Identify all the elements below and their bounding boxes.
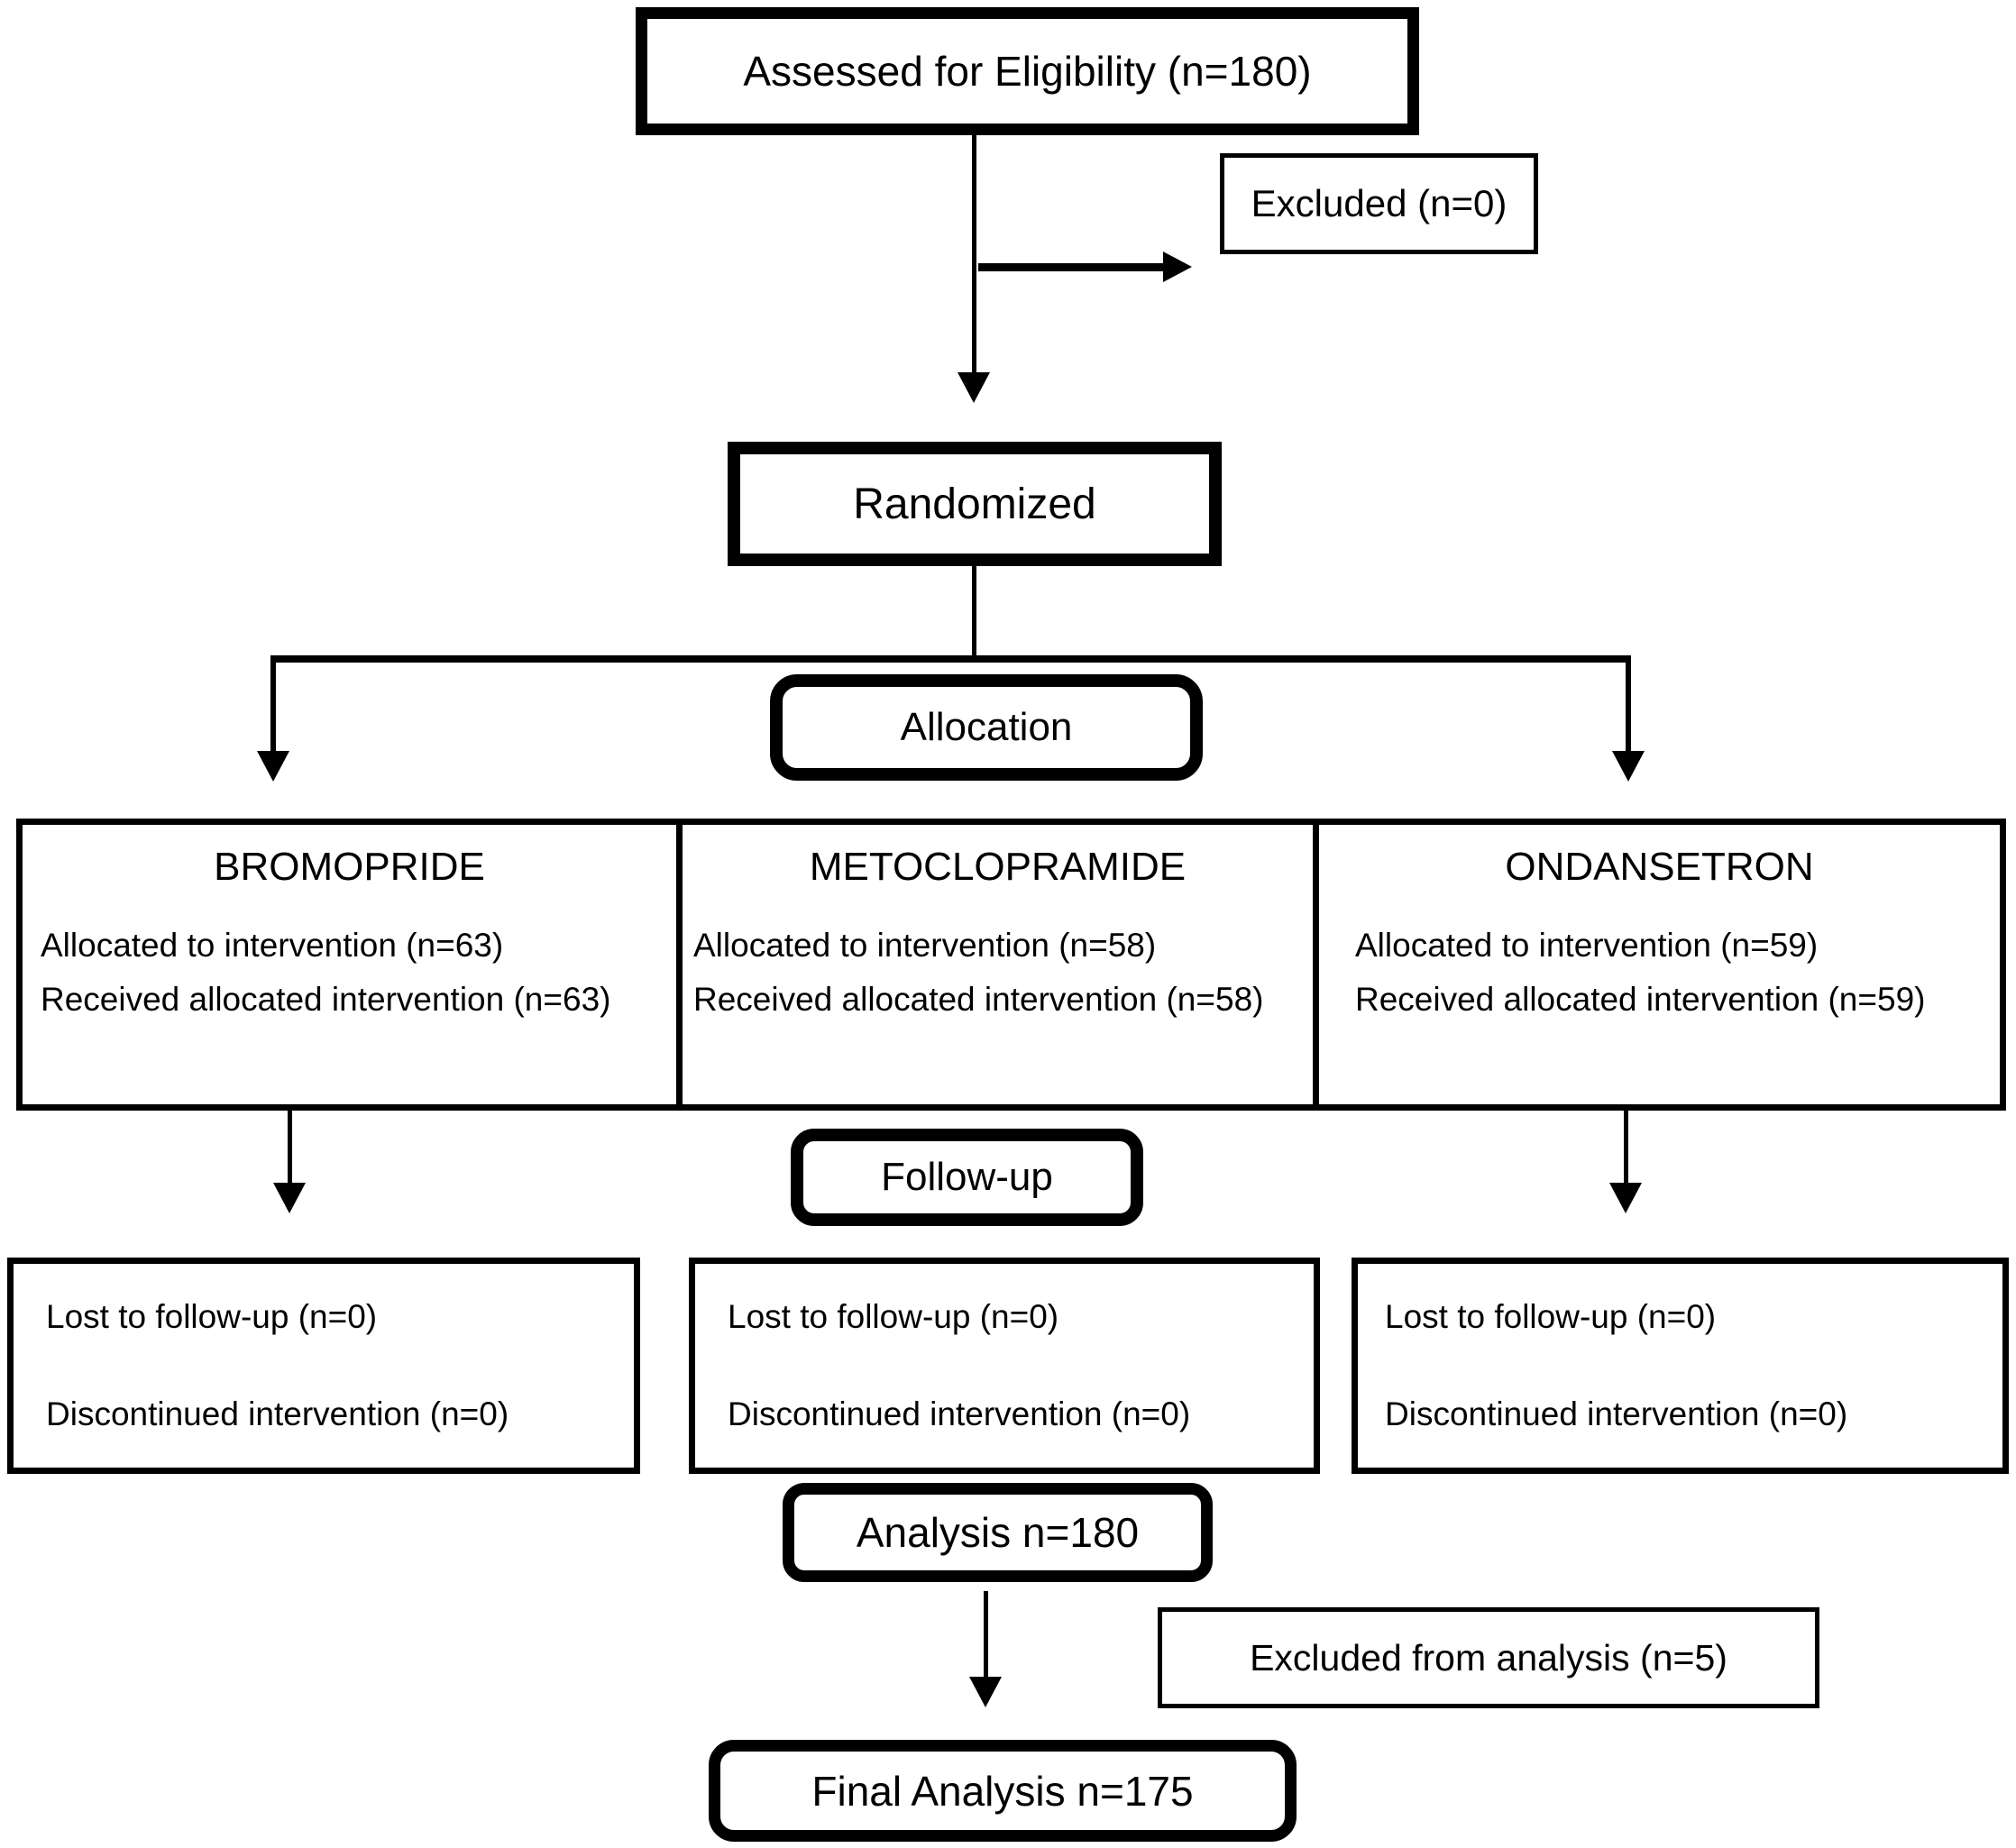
randomized-box: Randomized <box>728 442 1222 566</box>
excluded-from-analysis-box: Excluded from analysis (n=5) <box>1158 1607 1819 1708</box>
arm-title: ONDANSETRON <box>1505 845 1814 889</box>
connector-analysis-to-final <box>984 1591 988 1679</box>
connector-assessed-to-randomized <box>972 135 976 374</box>
excluded-from-analysis-label: Excluded from analysis (n=5) <box>1250 1636 1727 1679</box>
assessed-eligibility-box: Assessed for Eligibility (n=180) <box>636 7 1419 135</box>
discontinued-line: Discontinued intervention (n=0) <box>728 1395 1191 1432</box>
arm-box-metoclopramide: METOCLOPRAMIDE Allocated to intervention… <box>676 819 1319 1111</box>
connector-to-excluded <box>978 263 1163 271</box>
lost-followup-line: Lost to follow-up (n=0) <box>1385 1298 1717 1335</box>
arrowhead-down-arm-right <box>1612 751 1645 782</box>
final-analysis-box: Final Analysis n=175 <box>709 1740 1297 1842</box>
randomized-label: Randomized <box>853 480 1096 528</box>
arm-allocated-line: Allocated to intervention (n=63) <box>41 927 504 964</box>
arrowhead-down-randomized <box>958 372 990 403</box>
connector-randomized-to-branch <box>972 566 976 661</box>
excluded-box: Excluded (n=0) <box>1220 153 1538 254</box>
followup-stage-box: Follow-up <box>791 1129 1143 1226</box>
arm-received-line: Received allocated intervention (n=58) <box>693 981 1264 1018</box>
arm-box-ondansetron: ONDANSETRON Allocated to intervention (n… <box>1313 819 2006 1111</box>
discontinued-line: Discontinued intervention (n=0) <box>46 1395 509 1432</box>
arm-title: BROMOPRIDE <box>214 845 485 889</box>
lost-followup-line: Lost to follow-up (n=0) <box>46 1298 378 1335</box>
followup-stage-label: Follow-up <box>881 1155 1053 1199</box>
arrowhead-right-excluded <box>1163 252 1192 282</box>
branch-left-drop <box>270 655 276 753</box>
arm-box-bromopride: BROMOPRIDE Allocated to intervention (n=… <box>16 819 683 1111</box>
lost-followup-line: Lost to follow-up (n=0) <box>728 1298 1059 1335</box>
arrowhead-down-final <box>969 1677 1002 1707</box>
followup-box-metoclopramide: Lost to follow-up (n=0) Discontinued int… <box>689 1258 1320 1474</box>
allocation-stage-box: Allocation <box>770 674 1203 781</box>
branch-line-allocation <box>273 655 1631 663</box>
followup-box-ondansetron: Lost to follow-up (n=0) Discontinued int… <box>1352 1258 2009 1474</box>
arrowhead-down-followup-right <box>1609 1183 1642 1213</box>
assessed-eligibility-label: Assessed for Eligibility (n=180) <box>743 48 1312 95</box>
excluded-label: Excluded (n=0) <box>1251 182 1507 224</box>
final-analysis-label: Final Analysis n=175 <box>811 1767 1194 1815</box>
followup-box-bromopride: Lost to follow-up (n=0) Discontinued int… <box>7 1258 640 1474</box>
arm-received-line: Received allocated intervention (n=63) <box>41 981 611 1018</box>
analysis-label: Analysis n=180 <box>856 1509 1140 1556</box>
connector-arm1-to-followup <box>288 1111 292 1185</box>
arm-allocated-line: Allocated to intervention (n=58) <box>693 927 1157 964</box>
branch-right-drop <box>1626 655 1631 753</box>
discontinued-line: Discontinued intervention (n=0) <box>1385 1395 1848 1432</box>
arm-received-line: Received allocated intervention (n=59) <box>1355 981 1926 1018</box>
analysis-box: Analysis n=180 <box>783 1483 1213 1582</box>
arm-allocated-line: Allocated to intervention (n=59) <box>1355 927 1819 964</box>
allocation-stage-label: Allocation <box>900 705 1073 749</box>
arrowhead-down-followup-left <box>273 1183 306 1213</box>
arm-title: METOCLOPRAMIDE <box>809 845 1187 889</box>
connector-arm3-to-followup <box>1624 1111 1628 1185</box>
arrowhead-down-arm-left <box>257 751 289 782</box>
